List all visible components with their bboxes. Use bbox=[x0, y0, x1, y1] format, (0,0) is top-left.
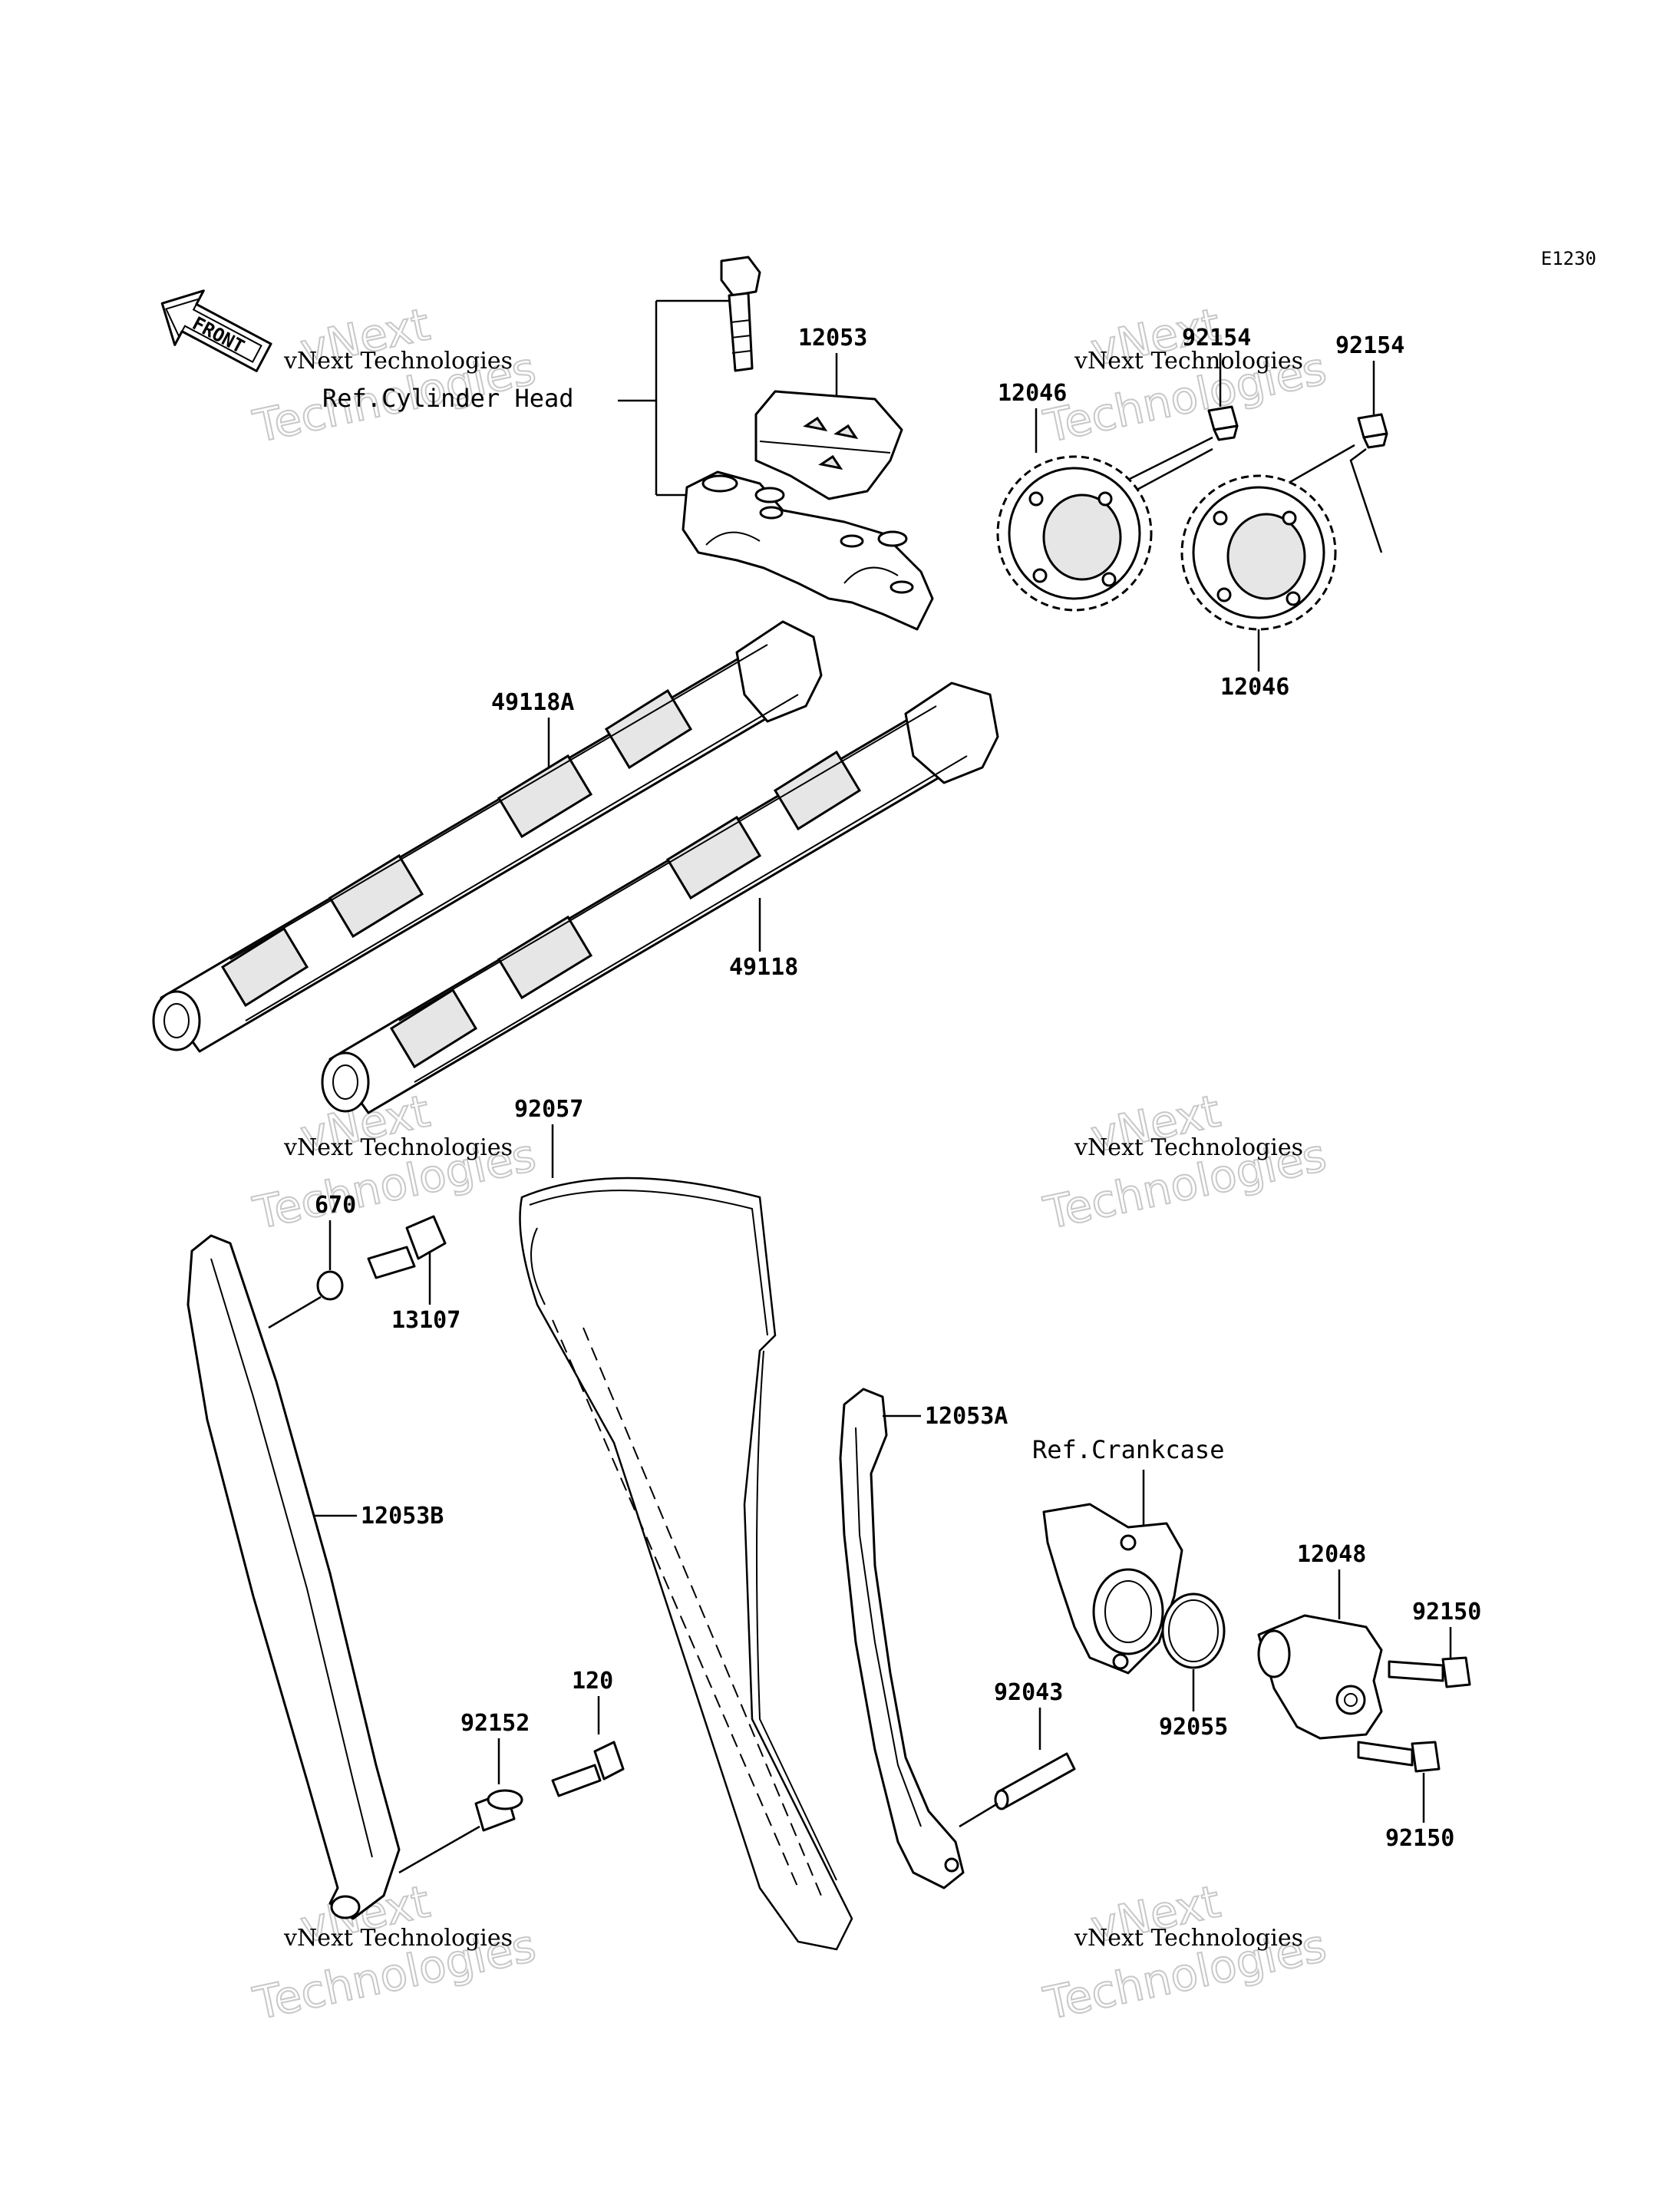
diagram-code: E1230 bbox=[1541, 248, 1596, 269]
svg-text:vNext Technologies: vNext Technologies bbox=[283, 1134, 513, 1161]
camshaft-49118a bbox=[152, 620, 823, 1053]
label-12053b: 12053B bbox=[361, 1503, 444, 1530]
label-12048: 12048 bbox=[1297, 1541, 1366, 1568]
label-92150-b: 92150 bbox=[1385, 1825, 1454, 1852]
cylinder-head-lower bbox=[682, 470, 934, 631]
label-670: 670 bbox=[315, 1192, 356, 1219]
svg-text:vNext Technologies: vNext Technologies bbox=[283, 348, 513, 375]
ref-crankcase: Ref.Crankcase bbox=[1032, 1435, 1224, 1464]
label-12053a: 12053A bbox=[925, 1403, 1008, 1430]
o-ring-670 bbox=[316, 1270, 344, 1301]
cam-sprocket-12046-top bbox=[996, 455, 1153, 612]
label-92055: 92055 bbox=[1159, 1714, 1228, 1741]
o-ring-92055 bbox=[1161, 1592, 1226, 1669]
o-ring-92055-inner bbox=[1168, 1599, 1219, 1662]
watermark-bottom-left: vNext Technologies vNext Technologies bbox=[248, 1874, 541, 2031]
leader-92043-guide bbox=[959, 1802, 998, 1828]
ref-cylinder-head: Ref.Cylinder Head bbox=[322, 384, 574, 413]
pin-92043 bbox=[994, 1752, 1076, 1810]
collar-92152 bbox=[474, 1789, 523, 1832]
bolt-92154-a bbox=[1207, 405, 1239, 441]
watermark-mid-right: vNext Technologies vNext Technologies bbox=[1038, 1084, 1332, 1240]
label-92043: 92043 bbox=[994, 1679, 1063, 1706]
cylinder-head-bolt bbox=[720, 256, 761, 372]
svg-text:vNext Technologies: vNext Technologies bbox=[1074, 348, 1303, 375]
camshaft-49118 bbox=[321, 682, 999, 1114]
chain-guide-12053a bbox=[839, 1388, 965, 1889]
label-49118: 49118 bbox=[729, 954, 798, 981]
chain-guide-12053b bbox=[186, 1234, 401, 1920]
svg-text:vNext Technologies: vNext Technologies bbox=[1074, 1925, 1303, 1952]
watermark-mid-left: vNext Technologies vNext Technologies bbox=[248, 1084, 541, 1240]
label-12046-bottom: 12046 bbox=[1220, 674, 1289, 701]
pin-13107 bbox=[367, 1215, 447, 1279]
label-13107: 13107 bbox=[391, 1307, 460, 1334]
label-92057: 92057 bbox=[514, 1096, 583, 1123]
cam-sprocket-12046-bottom bbox=[1180, 474, 1337, 631]
watermark-top-right: vNext Technologies vNext Technologies bbox=[1038, 297, 1332, 454]
leader-670-guide bbox=[268, 1295, 322, 1329]
bolt-92150-a bbox=[1388, 1656, 1471, 1688]
bolt-92154-b bbox=[1357, 413, 1388, 449]
label-92152: 92152 bbox=[460, 1710, 530, 1737]
cam-chain-92057 bbox=[519, 1177, 853, 1951]
watermark-top-left: vNext Technologies vNext Technologies bbox=[248, 297, 541, 454]
label-92154-a: 92154 bbox=[1182, 325, 1251, 351]
bolt-120 bbox=[551, 1741, 625, 1797]
watermark-bottom-right: vNext Technologies vNext Technologies bbox=[1038, 1874, 1332, 2031]
label-92150-a: 92150 bbox=[1412, 1599, 1481, 1625]
front-arrow-icon: FRONT bbox=[160, 289, 272, 372]
camshaft-cap-12053 bbox=[754, 390, 903, 500]
crankcase-tensioner-mount bbox=[1042, 1503, 1183, 1675]
label-12053: 12053 bbox=[798, 325, 867, 351]
label-120: 120 bbox=[572, 1668, 613, 1695]
svg-text:vNext Technologies: vNext Technologies bbox=[283, 1925, 513, 1952]
chain-tensioner-12048 bbox=[1257, 1614, 1383, 1740]
leader-92152-guide bbox=[398, 1825, 480, 1874]
label-12046-top: 12046 bbox=[998, 380, 1067, 407]
svg-text:vNext Technologies: vNext Technologies bbox=[1074, 1134, 1303, 1161]
cylinder-head-leader bbox=[618, 299, 729, 497]
label-49118a: 49118A bbox=[491, 689, 574, 716]
bolt-92150-b bbox=[1357, 1741, 1441, 1773]
label-92154-b: 92154 bbox=[1335, 332, 1404, 359]
